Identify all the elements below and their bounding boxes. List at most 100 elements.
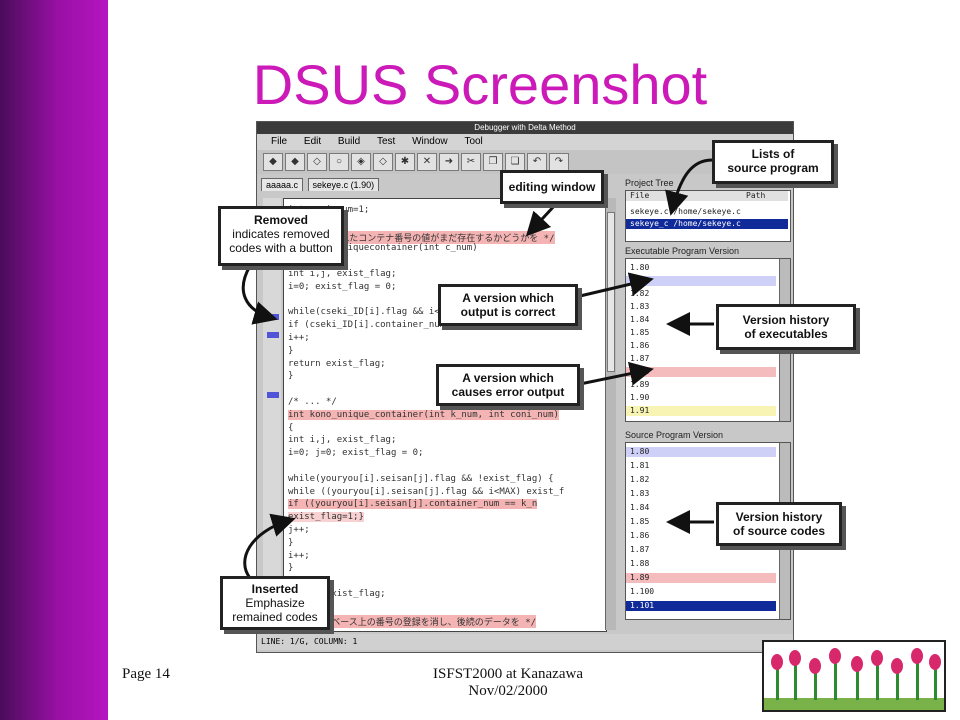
menu-build[interactable]: Build (337, 136, 361, 147)
undo-icon[interactable]: ↶ (527, 153, 547, 171)
code-line[interactable]: i=0; exist_flag = 0; (288, 281, 397, 292)
callout-exec-history: Version history of executables (716, 304, 856, 350)
editing-window[interactable]: int coni_num=1; /* 読み込まれたコンテナ番号の値がまだ存在する… (283, 198, 607, 632)
version-item[interactable]: 1.83 (630, 489, 650, 498)
code-line[interactable]: i++; (288, 333, 310, 343)
callout-correct-version: A version which output is correct (438, 284, 578, 326)
callout-inserted-line2: remained codes (232, 610, 318, 624)
code-line[interactable]: /* データベース上の番号の登録を消し、後続のデータを */ (288, 614, 537, 628)
callout-error-line2: causes error output (451, 385, 565, 399)
version-item[interactable]: 1.85 (630, 517, 650, 526)
menu-edit[interactable]: Edit (303, 136, 322, 147)
cut-icon[interactable]: ✂ (461, 153, 481, 171)
version-item[interactable]: 1.85 (630, 328, 650, 337)
editor-scrollbar[interactable] (605, 198, 616, 630)
version-item[interactable]: 1.81 (630, 461, 650, 470)
code-line[interactable]: int kono_unique_container(int k_num, int… (288, 409, 559, 420)
copy-icon[interactable]: ❐ (483, 153, 503, 171)
code-line[interactable]: /* ... */ (288, 397, 337, 407)
version-item[interactable]: 1.90 (630, 393, 650, 402)
scroll-thumb[interactable] (607, 212, 615, 372)
code-line[interactable]: i++; (288, 550, 310, 561)
tab-sekeye[interactable]: sekeye.c (1.90) (307, 178, 380, 191)
project-tree: File Path sekeye.c /home/sekeye.c sekeye… (625, 190, 791, 242)
code-line[interactable]: int kono_uniquecontainer(int c_num) (288, 243, 478, 254)
callout-source-line1: Version history (735, 510, 823, 524)
version-item[interactable]: 1.83 (630, 302, 650, 311)
removed-code-button[interactable] (267, 314, 279, 320)
build-icon[interactable]: ◇ (307, 153, 327, 171)
paste-icon[interactable]: ❏ (505, 153, 525, 171)
source-versions-title: Source Program Version (625, 430, 724, 440)
callout-error-line1: A version which (462, 371, 554, 385)
footer-event: ISFST2000 at Kanazawa Nov/02/2000 (408, 666, 608, 700)
code-line[interactable]: { (288, 422, 294, 433)
code-line[interactable]: return exist_flag; (288, 589, 386, 599)
callout-lists-line1: Lists of (751, 147, 795, 161)
code-line[interactable]: /* 読み込まれたコンテナ番号の値がまだ存在するかどうかを */ (288, 230, 555, 244)
code-line[interactable]: int i,j, exist_flag; (288, 435, 397, 446)
code-line[interactable]: i=0; j=0; exist_flag = 0; (288, 448, 424, 459)
version-item[interactable]: 1.87 (630, 354, 650, 363)
code-line[interactable]: exist_flag=1;} (288, 512, 364, 523)
list-item[interactable]: sekeye.c /home/sekeye.c (630, 207, 741, 216)
callout-error-version: A version which causes error output (436, 364, 580, 406)
version-item[interactable]: 1.82 (630, 289, 650, 298)
window-title: Debugger with Delta Method (257, 122, 793, 134)
redo-icon[interactable]: ↷ (549, 153, 569, 171)
version-item[interactable]: 1.84 (630, 315, 650, 324)
menu-window[interactable]: Window (412, 136, 448, 147)
code-line[interactable]: if (cseki_ID[i].container_num == k_num) … (288, 320, 543, 331)
code-line[interactable]: while(youryou[i].seisan[j].flag && !exis… (288, 473, 554, 484)
version-item[interactable]: 1.101 (626, 601, 776, 611)
open-icon[interactable]: ◆ (263, 153, 283, 171)
run-icon[interactable]: ◇ (373, 153, 393, 171)
code-line[interactable]: int i,j, exist_flag; (288, 269, 397, 279)
code-line[interactable]: } (288, 345, 294, 356)
menu-file[interactable]: File (271, 136, 288, 147)
next-icon[interactable]: ➜ (439, 153, 459, 171)
slide-sidebar (0, 0, 108, 720)
version-item[interactable]: 1.89 (626, 573, 776, 583)
project-tree-header: File Path (626, 191, 788, 201)
callout-inserted-title: Inserted (251, 582, 299, 596)
version-item[interactable]: 1.84 (630, 503, 650, 512)
tab-aaaaa[interactable]: aaaaa.c (261, 178, 304, 191)
version-item[interactable]: 1.88 (626, 367, 776, 377)
code-line[interactable]: while(cseki_ID[i].flag && i<MAX && !exis… (288, 307, 554, 318)
code-line[interactable]: } (288, 537, 294, 548)
slide-title: DSUS Screenshot (252, 53, 708, 116)
version-item[interactable]: 1.88 (630, 559, 650, 568)
version-item[interactable]: 1.91 (626, 406, 776, 416)
callout-removed-line1: indicates removed (232, 227, 330, 241)
stop-icon[interactable]: ✕ (417, 153, 437, 171)
code-line[interactable]: j++; (288, 525, 310, 535)
version-item[interactable]: 1.86 (630, 531, 650, 540)
version-item[interactable]: 1.80 (630, 263, 650, 272)
save-icon[interactable]: ◆ (285, 153, 305, 171)
removed-code-button[interactable] (267, 392, 279, 398)
version-item[interactable]: 1.86 (630, 341, 650, 350)
version-item[interactable]: 1.80 (626, 447, 776, 457)
callout-editing-text: editing window (508, 180, 596, 194)
code-line[interactable]: return exist_flag; (288, 358, 386, 369)
version-item[interactable]: 1.87 (630, 545, 650, 554)
code-line[interactable]: if ((youryou[i].seisan[j].container_num … (288, 499, 538, 510)
code-line[interactable]: } (288, 371, 294, 382)
version-item[interactable]: 1.81 (626, 276, 776, 286)
column-file: File (630, 191, 650, 200)
version-item[interactable]: 1.89 (630, 380, 650, 389)
code-line[interactable]: } (288, 563, 294, 574)
version-item[interactable]: 1.82 (630, 475, 650, 484)
code-line[interactable]: while ((youryou[i].seisan[j].flag && i<M… (288, 486, 565, 497)
menu-tool[interactable]: Tool (464, 136, 483, 147)
list-item[interactable]: sekeye_c /home/sekeye.c (626, 219, 788, 229)
debug-icon[interactable]: ◈ (351, 153, 371, 171)
step-icon[interactable]: ✱ (395, 153, 415, 171)
removed-code-button[interactable] (267, 332, 279, 338)
version-item[interactable]: 1.100 (630, 587, 655, 596)
menu-test[interactable]: Test (376, 136, 396, 147)
callout-removed: Removed indicates removed codes with a b… (218, 206, 344, 266)
callout-inserted-line1: Emphasize (245, 596, 305, 610)
compile-icon[interactable]: ○ (329, 153, 349, 171)
